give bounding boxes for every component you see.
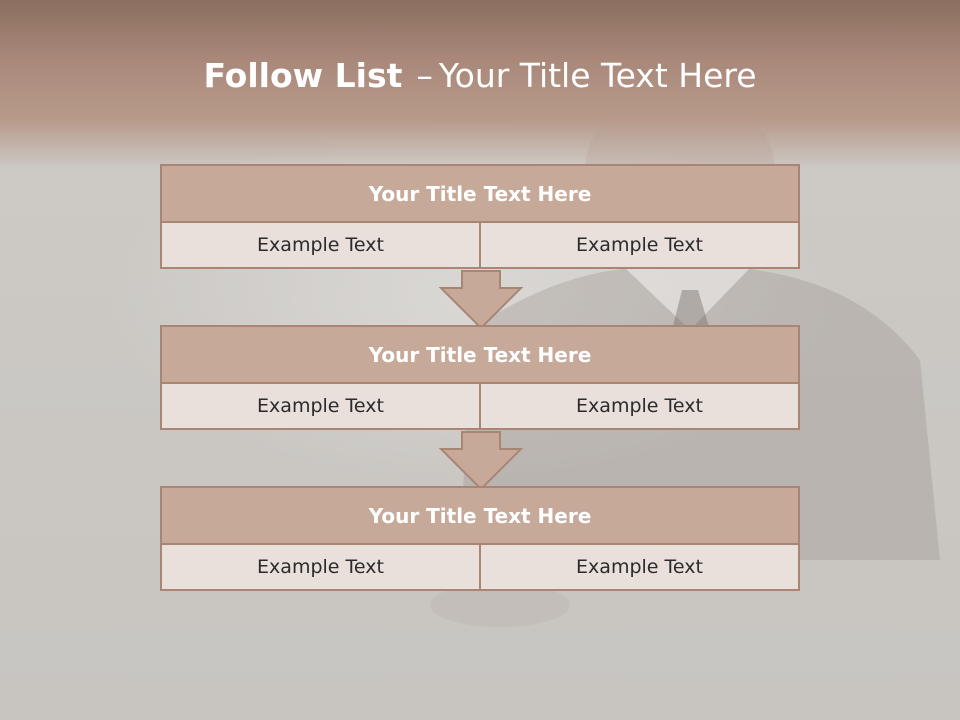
block-title: Your Title Text Here	[162, 327, 798, 384]
block-row: Example Text Example Text	[162, 384, 798, 428]
down-arrow-icon	[438, 270, 524, 330]
follow-block-3: Your Title Text Here Example Text Exampl…	[160, 486, 800, 591]
slide-title: Follow List–Your Title Text Here	[0, 52, 960, 100]
header-band	[0, 0, 960, 170]
title-bold-text: Follow List	[203, 56, 403, 95]
block-cell-left: Example Text	[162, 545, 481, 589]
block-cell-right: Example Text	[576, 234, 703, 256]
block-cell-right: Example Text	[576, 395, 703, 417]
block-row: Example Text Example Text	[162, 545, 798, 589]
block-title: Your Title Text Here	[162, 488, 798, 545]
down-arrow-icon	[438, 431, 524, 491]
block-cell-left: Example Text	[162, 384, 481, 428]
title-rest-text: Your Title Text Here	[438, 56, 757, 95]
block-cell-left: Example Text	[162, 223, 481, 267]
follow-block-2: Your Title Text Here Example Text Exampl…	[160, 325, 800, 430]
block-cell-right: Example Text	[576, 556, 703, 578]
title-separator: –	[416, 56, 433, 95]
follow-block-1: Your Title Text Here Example Text Exampl…	[160, 164, 800, 269]
block-row: Example Text Example Text	[162, 223, 798, 267]
block-title: Your Title Text Here	[162, 166, 798, 223]
